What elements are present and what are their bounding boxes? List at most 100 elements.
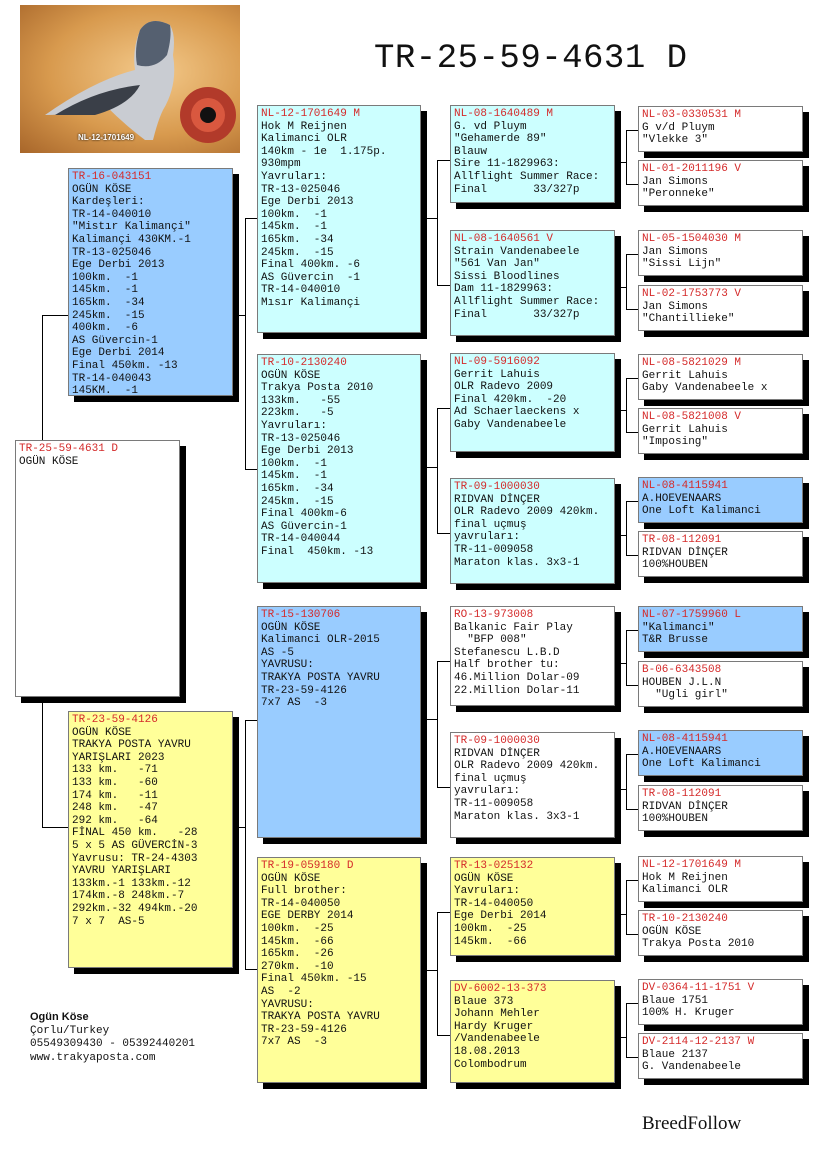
info-line: 292km.-32 494km.-20 xyxy=(72,902,198,915)
connector-line xyxy=(615,162,626,163)
info-line: OGÜN KÖSE xyxy=(261,621,321,634)
connector-line xyxy=(626,501,638,502)
info-line: Blaue 373 xyxy=(454,995,514,1008)
info-line: 245km. -15 xyxy=(72,309,145,322)
connector-line xyxy=(437,408,450,409)
info-line: TR-11-009058 xyxy=(454,543,534,556)
info-line: 100km. -25 xyxy=(261,922,334,935)
ring-number: TR-25-59-4631 D xyxy=(19,443,119,455)
info-line: YAVRUSU: xyxy=(261,659,314,672)
connector-line xyxy=(626,1003,638,1004)
info-line: 165km. -34 xyxy=(261,233,334,246)
breeder-website[interactable]: www.trakyaposta.com xyxy=(30,1051,156,1064)
connector-line xyxy=(437,661,450,662)
info-line: Final 400km-6 xyxy=(261,508,347,521)
ring-number: TR-15-130706 xyxy=(261,609,341,621)
info-line: TR-14-040010 xyxy=(261,284,341,297)
ring-number: NL-07-1759960 L xyxy=(642,609,742,621)
info-line: final uçmuş xyxy=(454,518,527,531)
info-line: Hardy Kruger xyxy=(454,1020,534,1033)
info-line: Sissi Bloodlines xyxy=(454,270,560,283)
pigeon-image xyxy=(45,21,236,143)
info-line: 245km. -15 xyxy=(261,495,334,508)
info-line: Yavruları: xyxy=(454,885,521,898)
info-line: TR-23-59-4126 xyxy=(261,684,347,697)
info-line: TR-14-040050 xyxy=(261,897,341,910)
connector-line xyxy=(421,719,437,720)
connector-line xyxy=(626,432,638,433)
connector-line xyxy=(626,809,638,810)
connector-line xyxy=(437,661,438,788)
connector-line xyxy=(626,754,627,810)
info-line: 145KM. -1 xyxy=(72,385,139,396)
info-line: "Chantillieke" xyxy=(642,313,735,326)
great-great-grandparent-box[interactable]: NL-07-1759960 L"Kalimanci"T&R Brusse xyxy=(638,606,803,652)
info-line: Full brother: xyxy=(261,885,347,898)
connector-line xyxy=(437,1035,450,1036)
info-line: 22.Million Dolar-11 xyxy=(454,684,580,697)
info-line: TRAKYA POSTA YAVRU xyxy=(261,671,380,684)
ring-number: NL-08-1640489 M xyxy=(454,108,554,120)
info-line: 165km. -26 xyxy=(261,948,334,961)
connector-line xyxy=(626,630,638,631)
connector-line xyxy=(626,555,638,556)
info-line: 245km. -15 xyxy=(261,246,334,259)
connector-line xyxy=(626,378,627,433)
connector-line xyxy=(437,285,450,286)
ring-number: DV-0364-11-1751 V xyxy=(642,982,755,994)
info-line: Blauw xyxy=(454,145,488,158)
connector-line xyxy=(245,720,257,721)
breeder-city: Çorlu/Turkey xyxy=(30,1024,110,1037)
connector-line xyxy=(245,469,257,470)
info-line: Jan Simons xyxy=(642,245,709,258)
info-line: Kardeşleri: xyxy=(72,196,145,209)
ring-number: TR-08-112091 xyxy=(642,788,722,800)
connector-line xyxy=(245,218,257,219)
connector-line xyxy=(626,130,638,131)
info-line: Maraton klas. 3x3-1 xyxy=(454,810,580,823)
connector-line xyxy=(437,533,450,534)
info-line: Final 420km. -20 xyxy=(454,393,567,406)
info-line: 100% H. Kruger xyxy=(642,1007,735,1020)
info-line: 270km. -10 xyxy=(261,960,334,973)
ring-number: TR-13-025132 xyxy=(454,860,534,872)
connector-line xyxy=(42,315,68,316)
info-line: AS Güvercin-1 xyxy=(72,334,158,347)
info-line: RIDVAN DİNÇER xyxy=(642,800,728,813)
connector-line xyxy=(421,467,437,468)
info-line: TR-14-040043 xyxy=(72,372,152,385)
info-line: 145km. -66 xyxy=(261,935,334,948)
pedigree-title: TR-25-59-4631 D xyxy=(374,40,688,78)
